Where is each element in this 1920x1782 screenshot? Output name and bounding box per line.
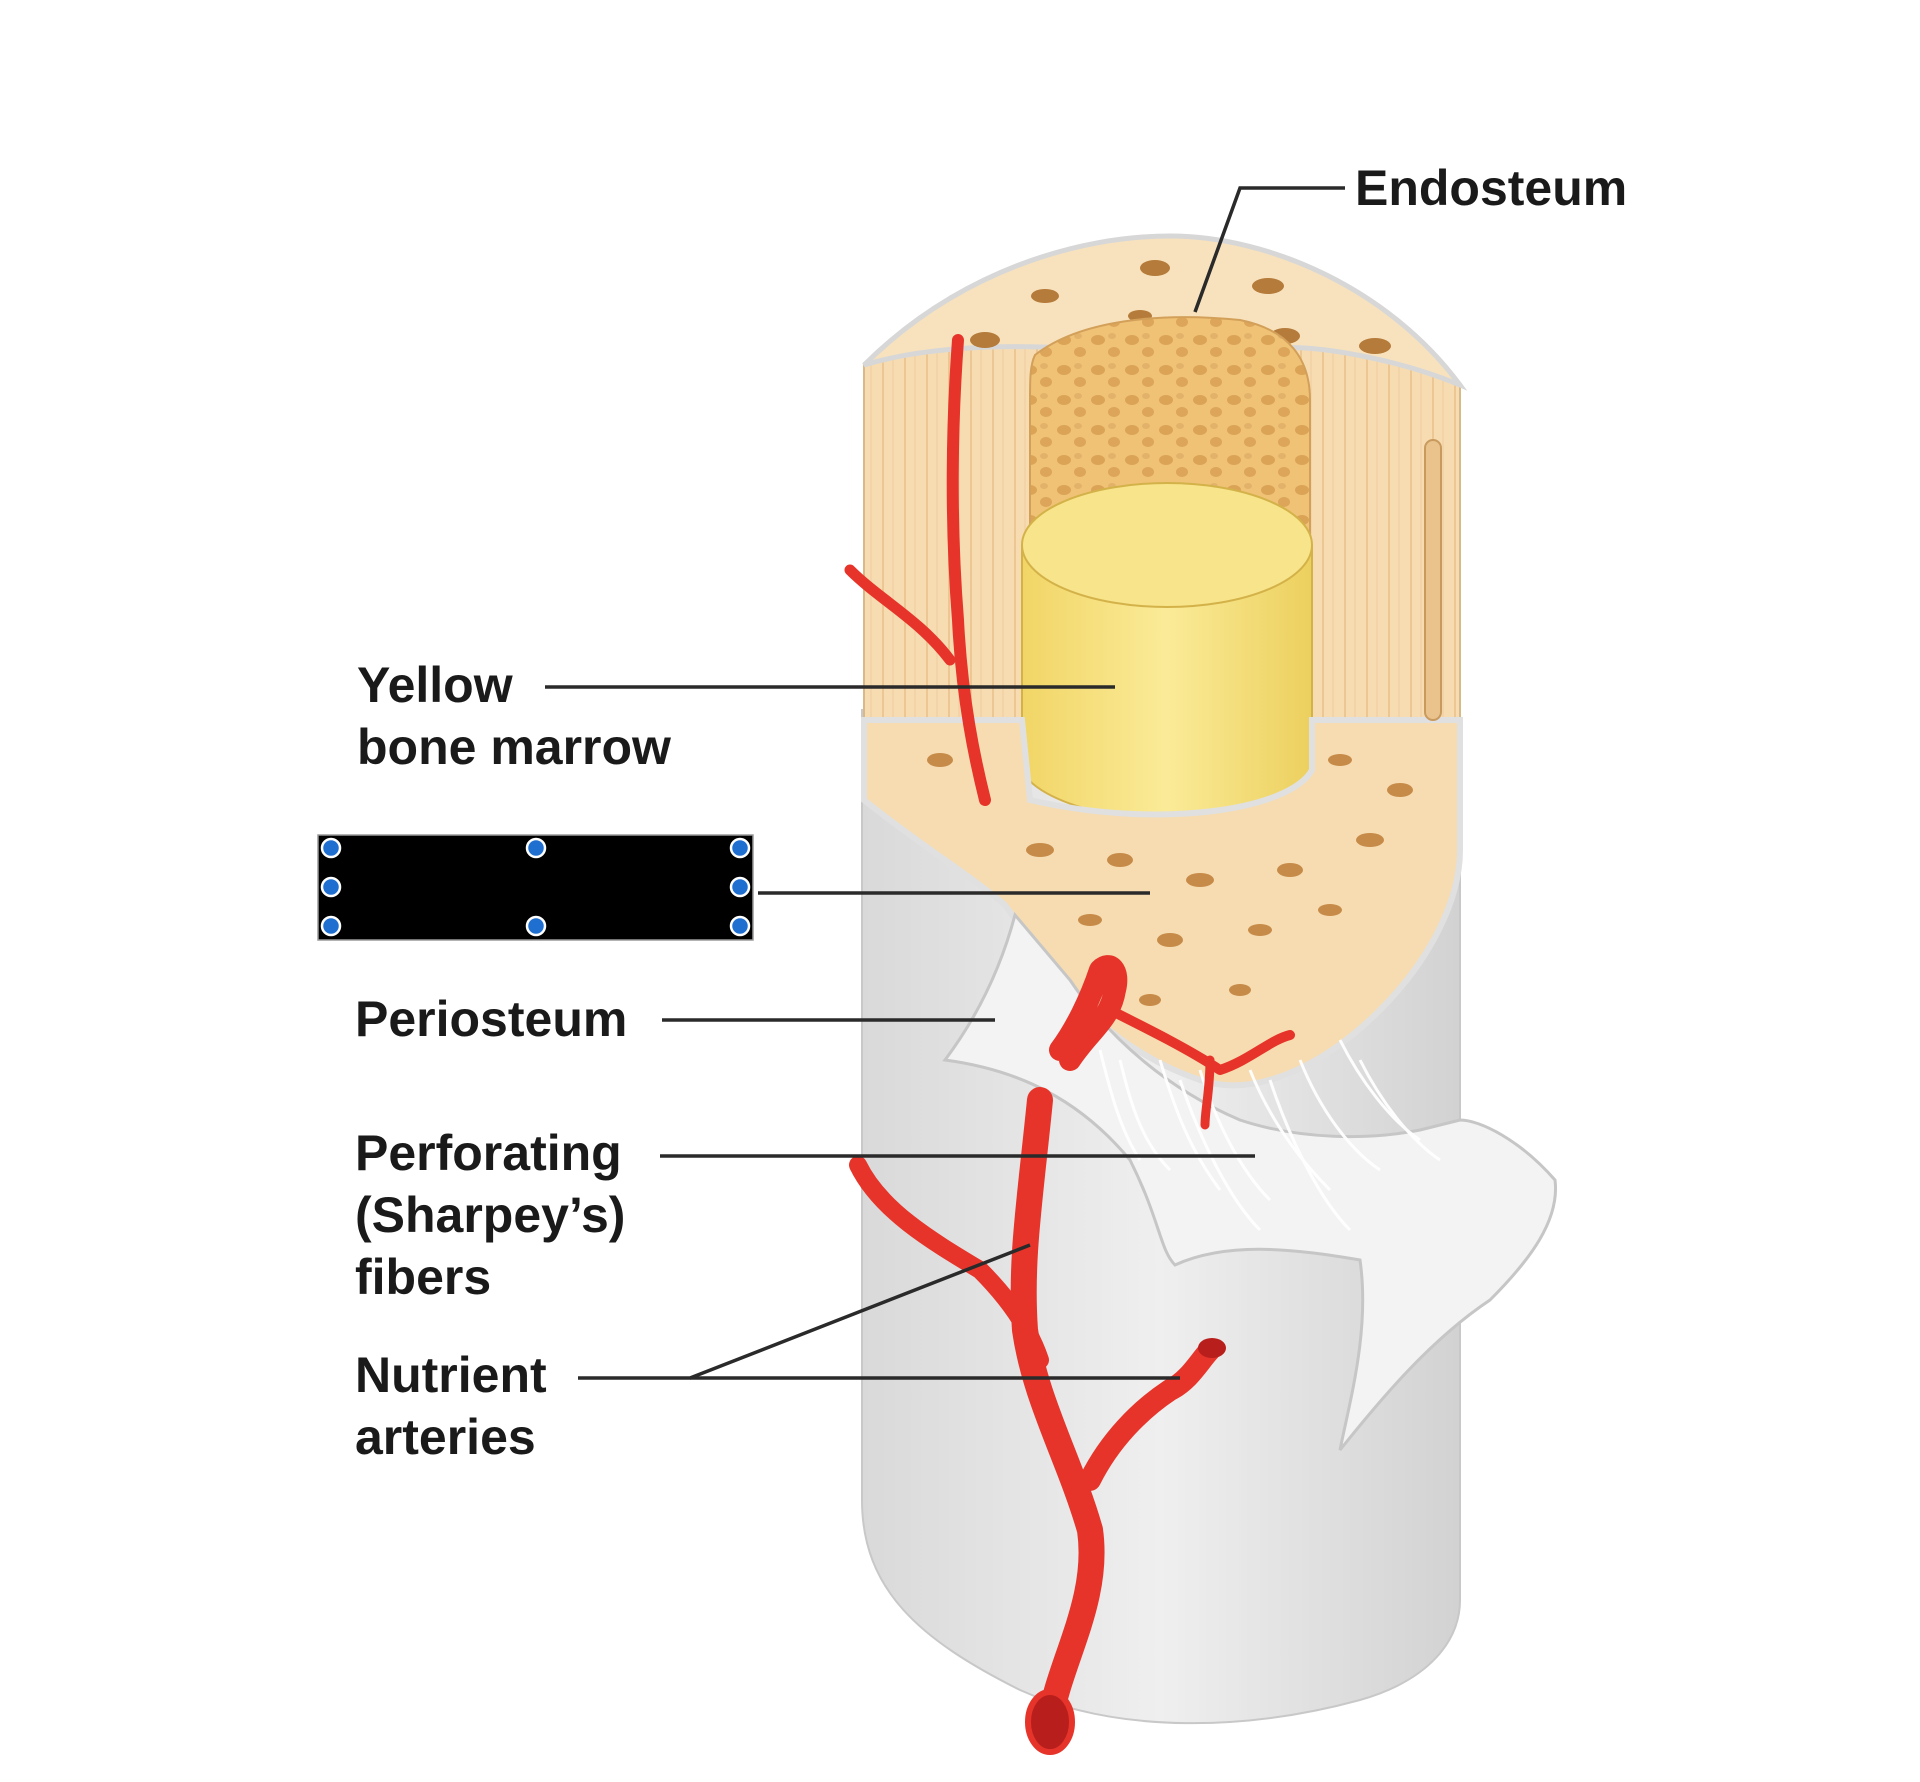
labels: Endosteum Yellow bone marrow Periosteum … [355, 160, 1627, 1465]
selection-handles[interactable] [320, 837, 751, 937]
osteon-rings-top [970, 260, 1391, 354]
compact-bone-section [861, 717, 1463, 1089]
label-periosteum: Periosteum [355, 991, 627, 1047]
handle-top-left[interactable] [320, 837, 342, 859]
bone-top-surface [862, 233, 1468, 391]
artery-opening-small [1198, 1338, 1226, 1358]
leader-lines [545, 186, 1345, 1380]
handle-bottom-left[interactable] [320, 915, 342, 937]
label-nutrient-line1: Nutrient [355, 1347, 547, 1403]
label-nutrient-line2: arteries [355, 1409, 536, 1465]
label-perforating-line2: (Sharpey’s) [355, 1187, 625, 1243]
osteon-rings-section [927, 753, 1413, 1006]
yellow-marrow-top [1021, 482, 1313, 608]
handle-middle-right[interactable] [729, 876, 751, 898]
canal-slot [1424, 439, 1442, 721]
label-perforating-line3: fibers [355, 1249, 491, 1305]
redacted-label-box[interactable] [317, 834, 754, 941]
periosteum-flap [942, 911, 1558, 1451]
handle-bottom-right[interactable] [729, 915, 751, 937]
bone-illustration [844, 233, 1558, 1755]
leader-endosteum [1193, 186, 1345, 313]
artery-vessels [844, 334, 1295, 1733]
handle-middle-left[interactable] [320, 876, 342, 898]
handle-top-center[interactable] [525, 837, 547, 859]
sharpeys-fibers [1098, 1039, 1441, 1232]
artery-opening [1025, 1689, 1075, 1755]
label-perforating-line1: Perforating [355, 1125, 622, 1181]
handle-bottom-center[interactable] [525, 915, 547, 937]
handle-top-right[interactable] [729, 837, 751, 859]
label-endosteum: Endosteum [1355, 160, 1627, 216]
label-yellow-marrow-line2: bone marrow [357, 719, 671, 775]
label-yellow-marrow-line1: Yellow [357, 657, 513, 713]
